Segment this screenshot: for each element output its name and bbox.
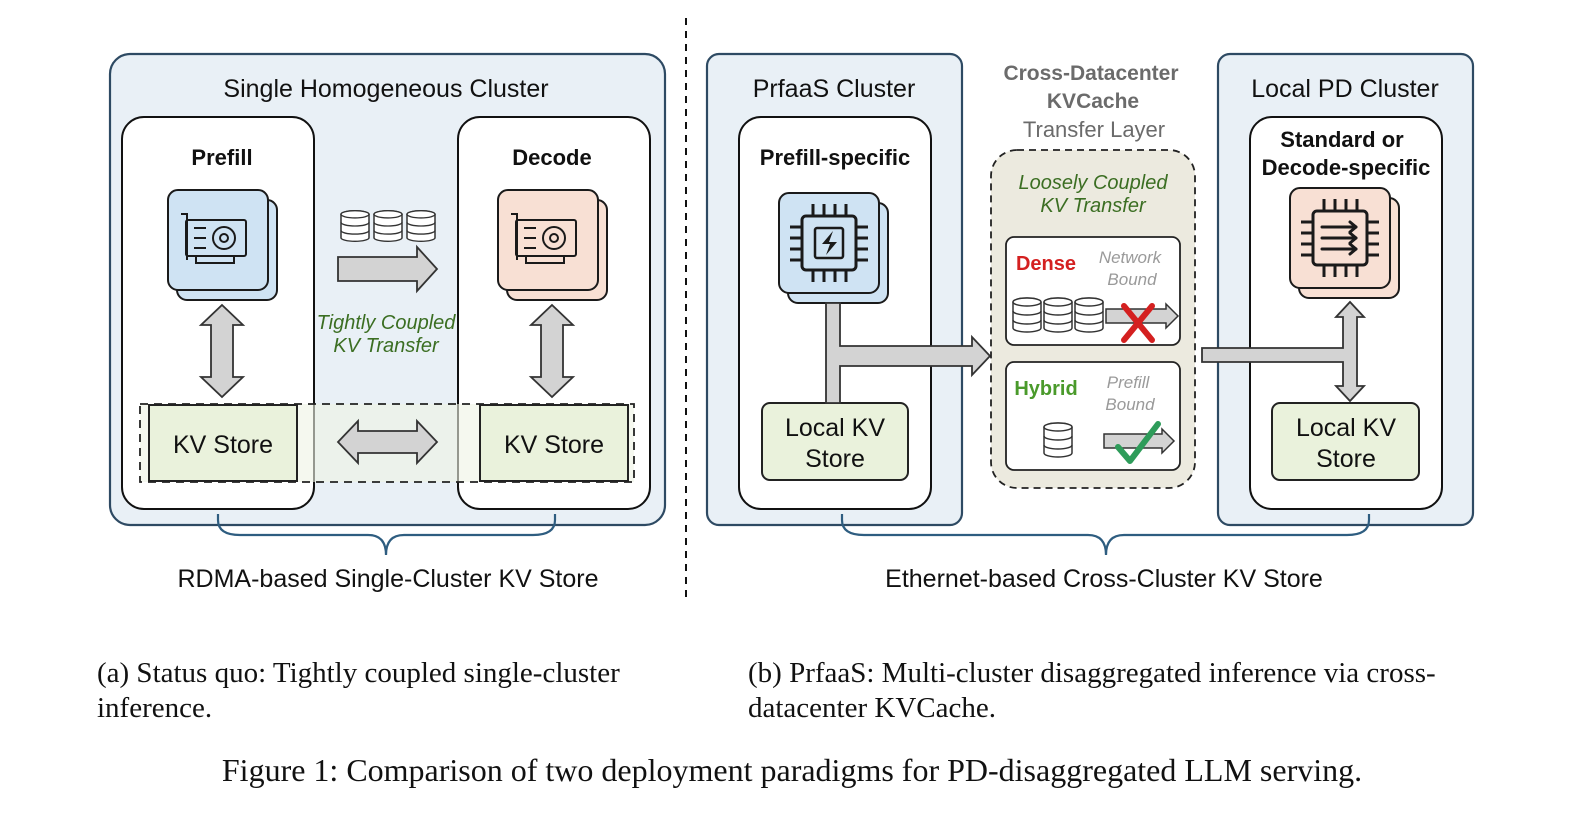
horizontal-double-arrow: [336, 418, 439, 466]
prefill-specific-label: Prefill-specific: [760, 145, 910, 170]
pd-connector-arrow: [1201, 300, 1367, 403]
local-kv-store-pd-label-2: Store: [1316, 445, 1376, 473]
figure-caption: Figure 1: Comparison of two deployment p…: [221, 752, 1363, 788]
ethernet-label: Ethernet-based Cross-Cluster KV Store: [885, 565, 1323, 593]
vertical-double-arrow: [198, 303, 246, 399]
cross-dc-title-2: KVCache: [1047, 90, 1139, 113]
prefill-bound-label-1: Prefill: [1107, 373, 1151, 392]
chip-bolt-icon: [778, 192, 889, 304]
prfaas-title: PrfaaS Cluster: [753, 75, 916, 103]
dense-label: Dense: [1016, 253, 1076, 275]
local-kv-store-prfaas-label-2: Store: [805, 445, 865, 473]
standard-label: Standard or: [1280, 127, 1404, 152]
tightly-coupled-label: Tightly Coupled: [317, 312, 457, 334]
database-icon: [1043, 422, 1073, 458]
database-icon: [1074, 297, 1104, 333]
local-pd-title: Local PD Cluster: [1251, 75, 1439, 103]
cross-icon: [1121, 303, 1155, 343]
caption-a: (a) Status quo: Tightly coupled single-c…: [97, 657, 620, 724]
transfer-arrow: [337, 244, 439, 294]
prefill-bound-label-2: Bound: [1105, 395, 1155, 414]
decode-label: Decode: [512, 145, 591, 170]
hybrid-label: Hybrid: [1014, 378, 1077, 400]
local-kv-store-pd-label-1: Local KV: [1296, 414, 1396, 442]
local-kv-store-prfaas-label-1: Local KV: [785, 414, 885, 442]
local-kv-store-pd: [1271, 402, 1420, 481]
brace-b: [840, 514, 1371, 556]
caption-b: (b) PrfaaS: Multi-cluster disaggregated …: [748, 657, 1436, 724]
database-icon: [373, 209, 403, 243]
kv-store-left: [148, 404, 298, 482]
loosely-coupled-label: Loosely Coupled: [1019, 172, 1169, 194]
brace-a: [216, 514, 557, 556]
gpu-card-icon: [497, 189, 608, 301]
kv-store-right: [479, 404, 629, 482]
database-icon: [1012, 297, 1042, 333]
kv-store-left-label: KV Store: [173, 431, 273, 459]
prefill-label: Prefill: [191, 145, 252, 170]
kv-transfer-label: KV Transfer: [333, 335, 440, 357]
gpu-card-icon: [167, 189, 278, 301]
cross-dc-title-1: Cross-Datacenter: [1003, 62, 1178, 85]
loose-kv-transfer-label: KV Transfer: [1040, 195, 1147, 217]
database-icon: [1043, 297, 1073, 333]
chip-arrows-icon: [1289, 187, 1400, 299]
vertical-double-arrow: [528, 303, 576, 399]
cross-dc-title-3: Transfer Layer: [1023, 117, 1165, 142]
database-icon: [406, 209, 436, 243]
check-icon: [1115, 421, 1161, 464]
network-bound-label-1: Network: [1099, 248, 1163, 267]
database-icon: [340, 209, 370, 243]
rdma-label: RDMA-based Single-Cluster KV Store: [178, 565, 599, 593]
decode-specific-label: Decode-specific: [1262, 155, 1431, 180]
network-bound-label-2: Bound: [1107, 270, 1157, 289]
kv-store-right-label: KV Store: [504, 431, 604, 459]
prfaas-connector-arrow: [825, 302, 992, 404]
single-cluster-title: Single Homogeneous Cluster: [223, 75, 548, 103]
